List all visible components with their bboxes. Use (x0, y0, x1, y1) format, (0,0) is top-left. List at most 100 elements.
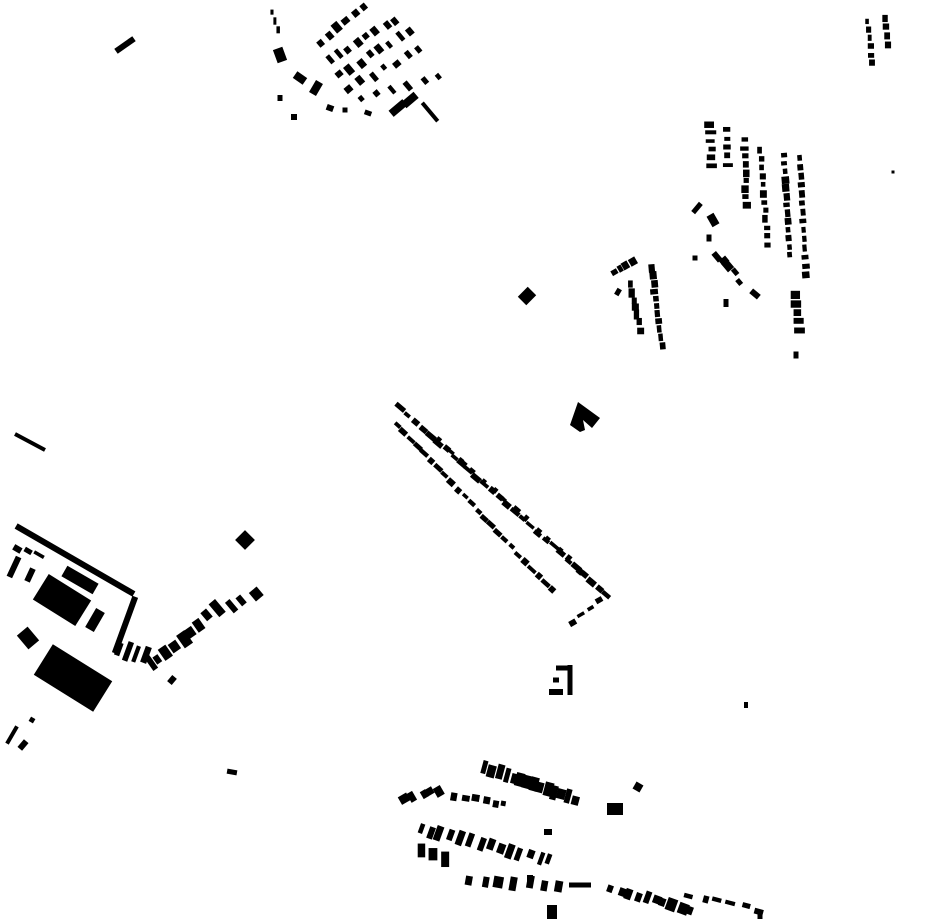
building (708, 146, 716, 152)
building (525, 520, 535, 530)
building (783, 192, 791, 201)
building (417, 823, 426, 834)
building (412, 441, 424, 452)
building (248, 586, 264, 602)
building (743, 169, 750, 178)
building (782, 168, 788, 175)
building (616, 264, 624, 273)
building (556, 665, 568, 671)
building (760, 181, 766, 187)
building (526, 848, 536, 860)
building (764, 225, 771, 231)
building (441, 851, 450, 868)
building (780, 160, 788, 166)
building (544, 829, 552, 835)
building (606, 884, 614, 894)
building (61, 565, 99, 595)
building (783, 202, 790, 208)
building (794, 327, 805, 334)
building (564, 554, 573, 563)
building (784, 209, 791, 218)
building (763, 207, 769, 213)
building (802, 263, 810, 270)
building (373, 43, 385, 55)
building (724, 136, 731, 141)
building (467, 498, 477, 508)
building (867, 53, 875, 58)
building (884, 32, 891, 40)
building (730, 267, 740, 277)
building (744, 702, 748, 708)
building (394, 401, 407, 413)
building (402, 80, 414, 92)
building (534, 527, 543, 536)
building (369, 25, 380, 37)
building (17, 739, 29, 751)
building (758, 156, 765, 162)
building (793, 351, 799, 359)
building (513, 847, 524, 862)
building (627, 256, 639, 267)
building (718, 255, 730, 267)
building (114, 36, 136, 54)
building (167, 675, 177, 685)
building (614, 287, 622, 297)
building (277, 95, 283, 101)
building (761, 200, 768, 205)
building (653, 302, 660, 310)
building (33, 550, 45, 560)
building (654, 309, 661, 318)
building (790, 300, 802, 308)
building (649, 270, 658, 280)
building (722, 163, 733, 168)
building (764, 242, 771, 248)
building (333, 48, 344, 59)
building (636, 317, 642, 326)
building (356, 58, 368, 70)
building (200, 608, 213, 622)
building (799, 218, 807, 224)
building (457, 457, 465, 464)
building (354, 74, 366, 86)
building (418, 424, 429, 435)
building (492, 875, 505, 889)
building (658, 333, 664, 342)
building (553, 880, 564, 893)
building (787, 244, 793, 251)
building (359, 2, 369, 12)
building (424, 786, 435, 797)
building (428, 848, 438, 861)
building (867, 34, 872, 41)
building (683, 892, 694, 900)
building (723, 126, 731, 132)
building (380, 63, 388, 71)
building (749, 288, 761, 300)
building (549, 689, 563, 695)
building (655, 318, 663, 325)
building (706, 212, 720, 228)
building (724, 899, 736, 907)
building (433, 462, 444, 473)
building (446, 447, 455, 456)
building (705, 130, 717, 135)
building (392, 59, 402, 69)
building (759, 164, 764, 171)
building (191, 617, 206, 633)
building (397, 426, 409, 437)
building (292, 71, 308, 85)
building (432, 785, 445, 798)
building (759, 173, 766, 180)
building (759, 190, 767, 198)
building (553, 677, 559, 683)
building (784, 217, 792, 225)
building (352, 36, 364, 49)
building (113, 641, 124, 657)
building (882, 14, 888, 23)
building (382, 20, 393, 30)
building (547, 905, 557, 919)
building (742, 161, 749, 168)
building (742, 194, 749, 199)
building (576, 611, 586, 619)
building (785, 226, 791, 233)
building (361, 31, 370, 41)
